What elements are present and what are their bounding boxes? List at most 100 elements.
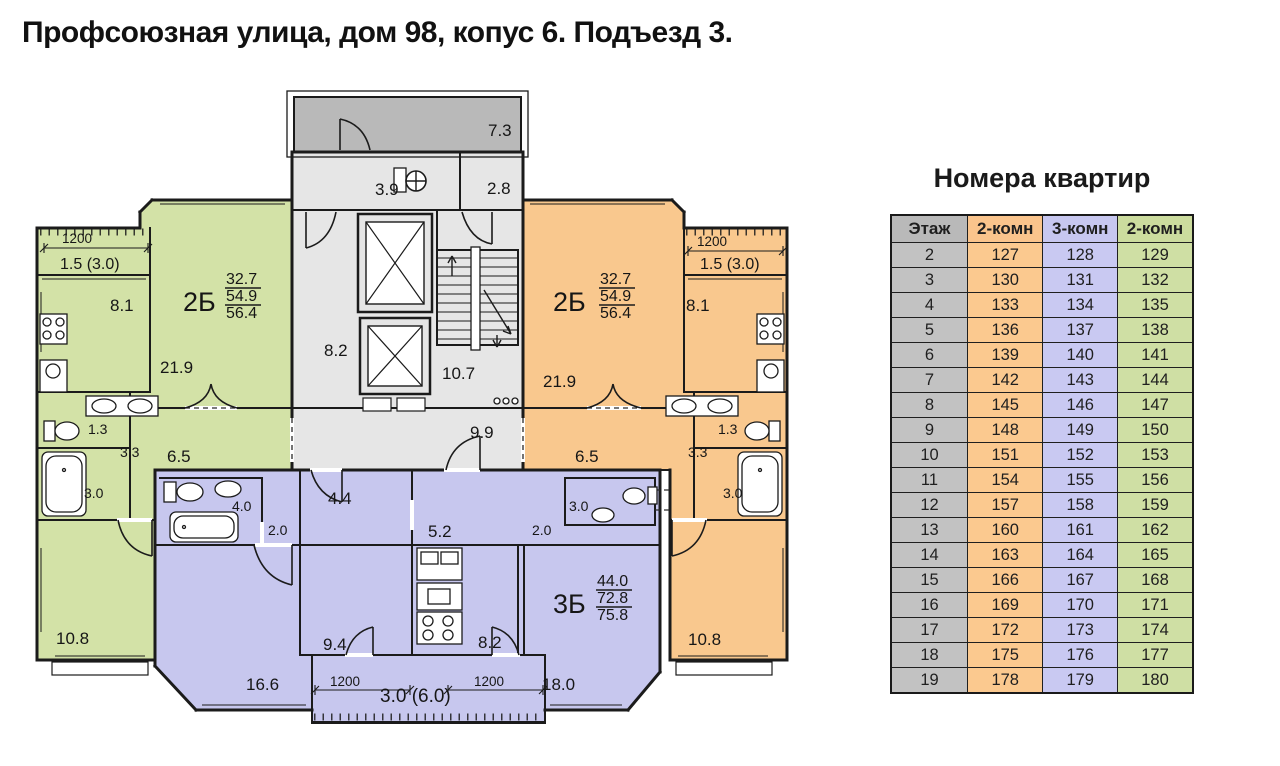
apartment-number-cell: 164 <box>1042 542 1118 568</box>
room-area-label: 6.5 <box>167 447 191 466</box>
room-area-label: 1.3 <box>718 421 738 437</box>
apartment-number-cell: 135 <box>1116 292 1194 318</box>
apartment-number-cell: 171 <box>1116 592 1194 618</box>
apartment-number-cell: 180 <box>1116 667 1194 694</box>
apartment-number-cell: 179 <box>1042 667 1118 694</box>
room-area-label: 4.0 <box>232 498 252 514</box>
apartment-area-value: 75.8 <box>597 607 628 624</box>
floor-cell: 15 <box>890 567 968 593</box>
floor-cell: 10 <box>890 442 968 468</box>
room-area-label: 5.2 <box>428 522 452 541</box>
apartment-number-cell: 161 <box>1042 517 1118 543</box>
apartment-regions <box>36 96 788 724</box>
room-area-label: 3.0 (6.0) <box>380 686 451 707</box>
plumbing-fixtures <box>39 313 785 645</box>
dimension-label: 1200 <box>330 674 360 689</box>
apartment-number-cell: 133 <box>966 292 1044 318</box>
room-area-label: 7.3 <box>488 121 512 140</box>
apartment-number-cell: 159 <box>1116 492 1194 518</box>
garbage-chute-icon <box>393 167 427 193</box>
room-area-label: 1.3 <box>88 421 108 437</box>
dimension-label: 1200 <box>474 674 504 689</box>
apartment-number-cell: 168 <box>1116 567 1194 593</box>
dimension-lines <box>39 243 788 695</box>
room-area-label: 10.8 <box>688 630 721 649</box>
room-area-label: 3.0 <box>569 498 589 514</box>
dimension-label: 1200 <box>62 231 92 246</box>
room-area-label: 3.0 <box>723 485 743 501</box>
apartment-number-cell: 146 <box>1042 392 1118 418</box>
apartment-number-cell: 155 <box>1042 467 1118 493</box>
apartment-number-cell: 177 <box>1116 642 1194 668</box>
apartment-number-cell: 134 <box>1042 292 1118 318</box>
apartment-number-cell: 139 <box>966 342 1044 368</box>
room-area-label: 8.2 <box>324 341 348 360</box>
side-ledges <box>51 661 773 676</box>
apartment-number-cell: 165 <box>1116 542 1194 568</box>
room-area-label: 18.0 <box>542 675 575 694</box>
floor-cell: 7 <box>890 367 968 393</box>
apartment-area-value: 56.4 <box>226 305 257 322</box>
apartment-number-cell: 178 <box>966 667 1044 694</box>
apartment-number-cell: 152 <box>1042 442 1118 468</box>
apartment-number-cell: 147 <box>1116 392 1194 418</box>
room-area-label: 2.0 <box>532 522 552 538</box>
apartment-type-label: 2Б <box>553 287 586 317</box>
room-area-label: 21.9 <box>543 372 576 391</box>
floor-cell: 16 <box>890 592 968 618</box>
floor-cell: 13 <box>890 517 968 543</box>
room-area-label: 10.7 <box>442 364 475 383</box>
room-area-label: 2.8 <box>487 179 511 198</box>
apartment-number-cell: 129 <box>1116 242 1194 268</box>
room-area-label: 8.2 <box>478 633 502 652</box>
room-area-label: 8.1 <box>686 296 710 315</box>
door-arcs <box>117 118 707 656</box>
room-area-label: 1.5 (3.0) <box>60 256 120 273</box>
floor-cell: 6 <box>890 342 968 368</box>
apartment-number-cell: 149 <box>1042 417 1118 443</box>
apartment-number-cell: 138 <box>1116 317 1194 343</box>
room-area-label: 16.6 <box>246 675 279 694</box>
floor-cell: 18 <box>890 642 968 668</box>
dimension-label: 1200 <box>697 234 727 249</box>
apartment-number-cell: 136 <box>966 317 1044 343</box>
door-openings <box>117 406 707 657</box>
apartment-number-cell: 169 <box>966 592 1044 618</box>
apartment-number-cell: 173 <box>1042 617 1118 643</box>
floor-cell: 8 <box>890 392 968 418</box>
apartment-number-cell: 140 <box>1042 342 1118 368</box>
room-area-label: 3.3 <box>120 444 140 460</box>
room-area-label: 6.5 <box>575 447 599 466</box>
room-area-label: 4.4 <box>328 489 352 508</box>
balcony-railings <box>40 228 785 721</box>
apartment-number-cell: 142 <box>966 367 1044 393</box>
floor-cell: 14 <box>890 542 968 568</box>
page-title: Профсоюзная улица, дом 98, копус 6. Подъ… <box>22 16 733 49</box>
apartment-number-cell: 156 <box>1116 467 1194 493</box>
column-header: 2-комн <box>966 214 1044 243</box>
room-area-label: 3.0 <box>84 485 104 501</box>
floor-cell: 12 <box>890 492 968 518</box>
apartment-number-cell: 160 <box>966 517 1044 543</box>
apartment-number-cell: 132 <box>1116 267 1194 293</box>
room-area-label: 9.9 <box>470 423 494 442</box>
apartment-type-label: 3Б <box>553 589 586 619</box>
column-header: Этаж <box>890 214 968 243</box>
floor-cell: 17 <box>890 617 968 643</box>
apartment-number-cell: 151 <box>966 442 1044 468</box>
apartment-number-cell: 128 <box>1042 242 1118 268</box>
partition-walls <box>36 151 788 723</box>
